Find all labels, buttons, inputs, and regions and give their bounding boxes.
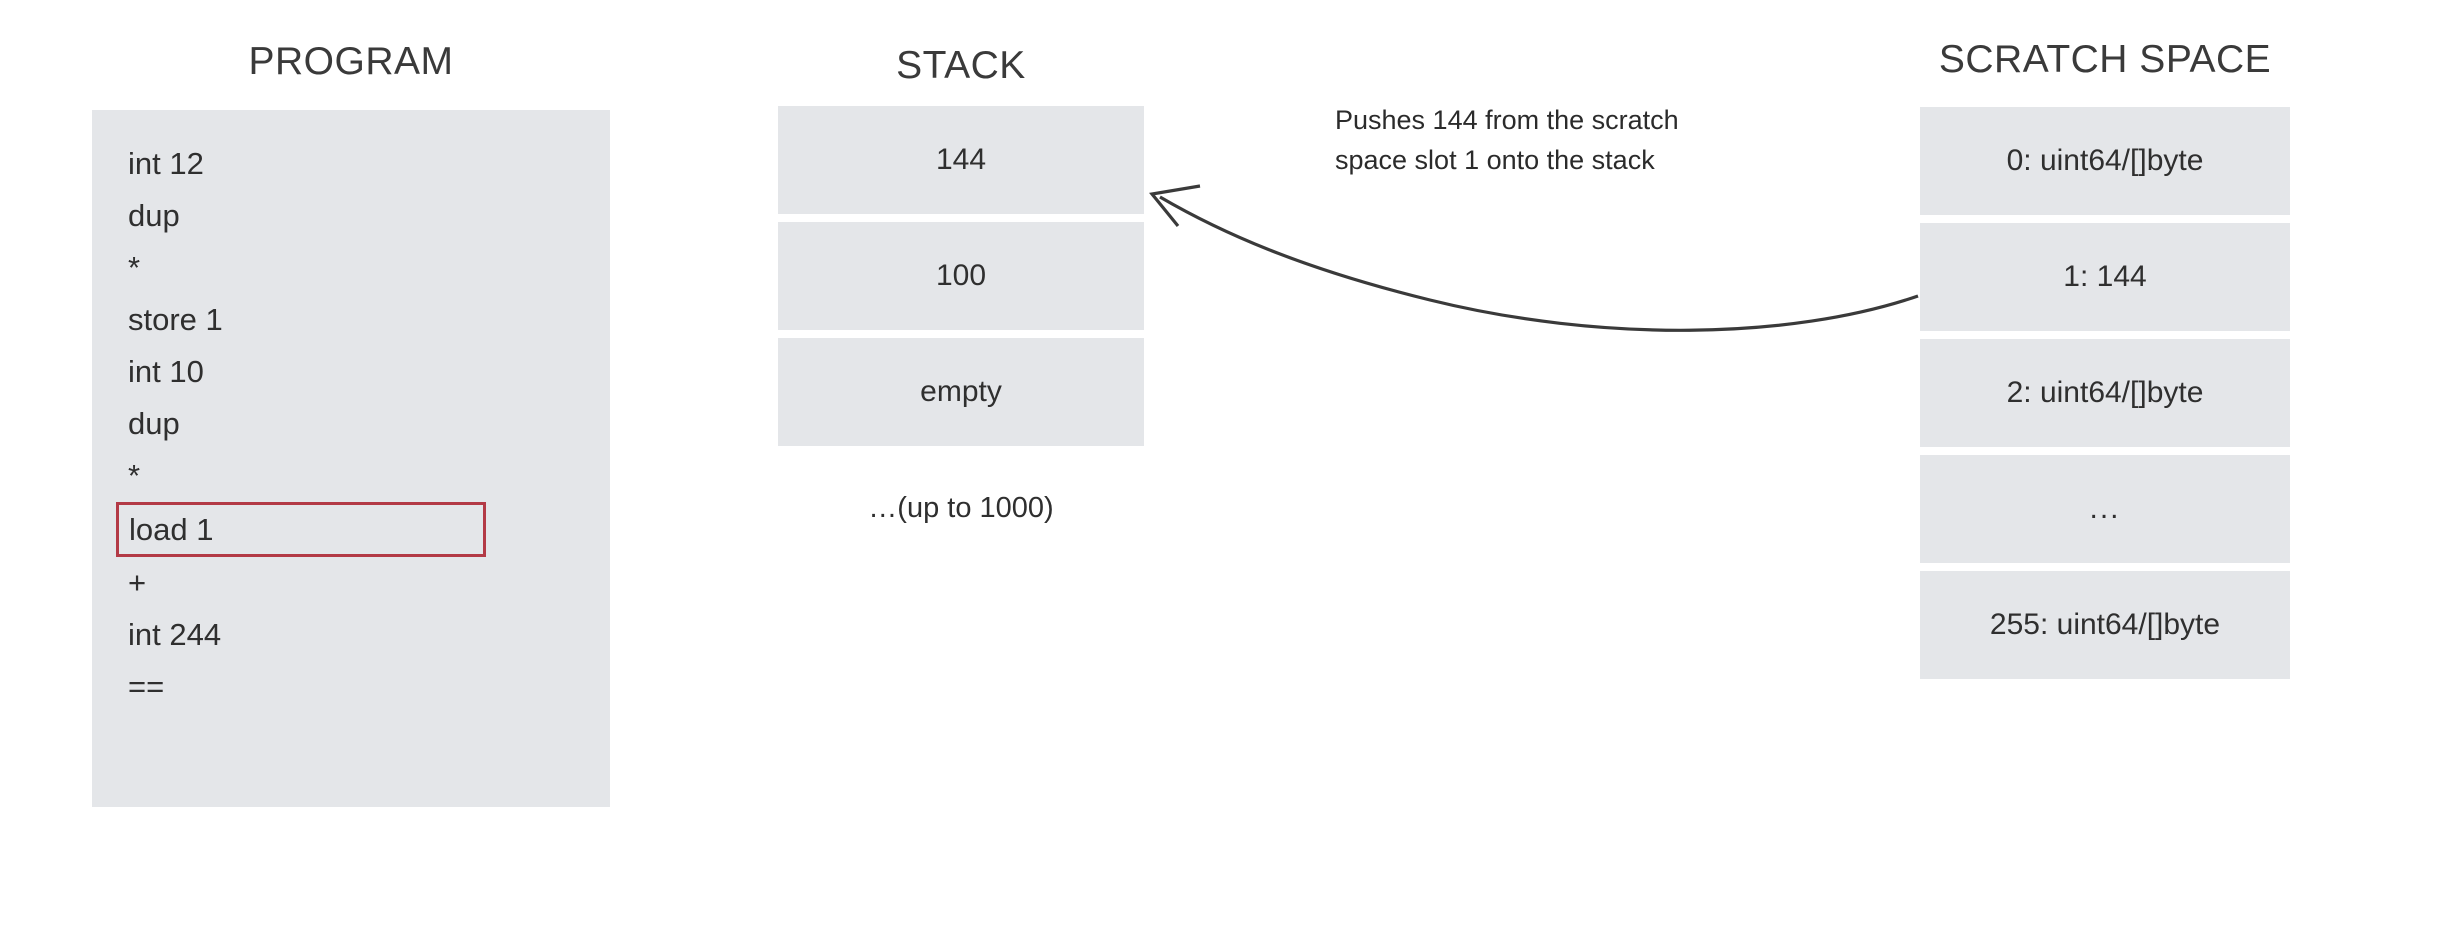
- program-panel: int 12 dup * store 1 int 10 dup * load 1 + int 24…: [92, 110, 610, 807]
- scratch-space-cell: 0: uint64/[]byte: [1920, 107, 2290, 215]
- stack-column-title: STACK: [896, 44, 1026, 87]
- program-line: dup: [128, 198, 180, 233]
- annotation-line-2: space slot 1 onto the stack: [1335, 145, 1655, 175]
- program-line: +: [128, 565, 147, 600]
- program-line: store 1: [128, 302, 223, 337]
- program-line: *: [128, 250, 141, 285]
- stack-overflow-label: …(up to 1000): [868, 492, 1054, 524]
- program-line-highlighted: load 1: [116, 502, 486, 557]
- program-line: int 244: [128, 617, 222, 652]
- annotation-callout: Pushes 144 from the scratch space slot 1…: [1335, 100, 1785, 180]
- program-instruction-list: int 12 dup * store 1 int 10 dup * load 1 + int 24…: [116, 138, 586, 713]
- annotation-line-1: Pushes 144 from the scratch: [1335, 105, 1679, 135]
- stack-cell: empty: [778, 338, 1144, 446]
- scratch-space-column-title: SCRATCH SPACE: [1938, 38, 2272, 81]
- scratch-space-cell: 1: 144: [1920, 223, 2290, 331]
- stack-cell: 144: [778, 106, 1144, 214]
- scratch-space-cell: 2: uint64/[]byte: [1920, 339, 2290, 447]
- program-line: int 12: [128, 146, 204, 181]
- arrow-curve: [1159, 195, 1919, 332]
- program-line: ==: [128, 669, 165, 704]
- program-line: dup: [128, 406, 180, 441]
- program-line: int 10: [128, 354, 204, 389]
- scratch-space-cell: ...: [1920, 455, 2290, 563]
- arrow-head-icon: [1149, 184, 1201, 228]
- program-column-title: PROGRAM: [248, 40, 454, 83]
- program-line: *: [128, 458, 141, 493]
- scratch-space-cell: 255: uint64/[]byte: [1920, 571, 2290, 679]
- stack-cell: 100: [778, 222, 1144, 330]
